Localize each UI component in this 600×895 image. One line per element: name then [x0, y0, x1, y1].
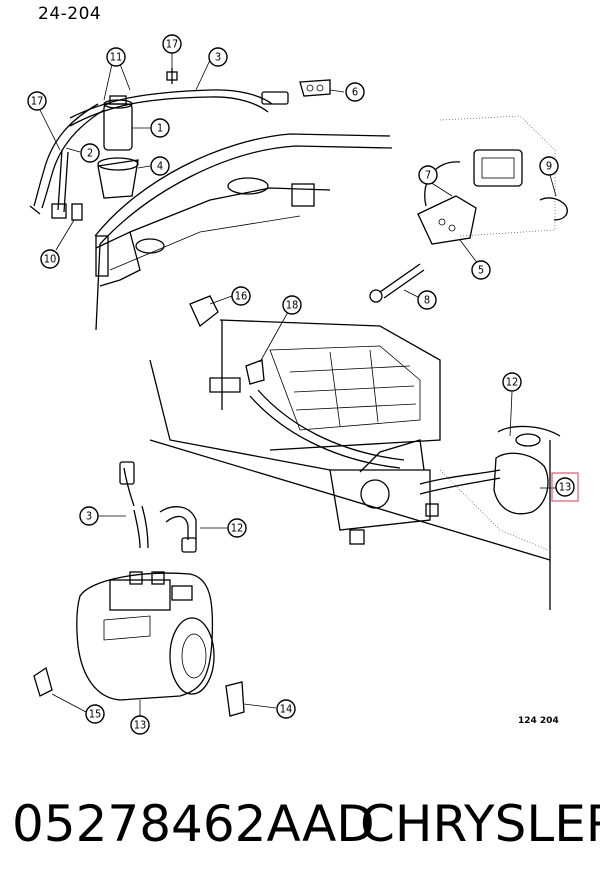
svg-text:18: 18 — [286, 299, 299, 312]
callout-6: 6 — [345, 82, 365, 102]
callout-15: 15 — [85, 704, 105, 724]
upper-right-assembly — [369, 115, 568, 303]
page-reference: 24-204 — [38, 4, 102, 24]
svg-text:16: 16 — [235, 290, 248, 303]
callout-9: 9 — [539, 156, 559, 176]
svg-text:4: 4 — [157, 160, 163, 173]
callout-10: 10 — [40, 249, 60, 269]
callout-1: 1 — [150, 118, 170, 138]
compressor-assembly — [33, 461, 245, 717]
callout-4: 4 — [150, 156, 170, 176]
callout-12-lower: 12 — [227, 518, 247, 538]
callout-7: 7 — [418, 165, 438, 185]
svg-text:17: 17 — [31, 95, 44, 108]
callout-11: 11 — [106, 47, 126, 67]
svg-text:12: 12 — [231, 522, 244, 535]
callout-8: 8 — [417, 290, 437, 310]
callout-3-top: 3 — [208, 47, 228, 67]
upper-left-assembly — [29, 68, 393, 331]
svg-text:9: 9 — [546, 160, 552, 173]
brand-name: CHRYSLER — [360, 795, 600, 853]
callout-16: 16 — [231, 286, 251, 306]
svg-text:17: 17 — [166, 38, 179, 51]
svg-text:3: 3 — [215, 51, 221, 64]
callout-18: 18 — [282, 295, 302, 315]
footer-caption: 05278462AAD CHRYSLER — [0, 795, 600, 865]
svg-text:5: 5 — [478, 264, 484, 277]
leader-lines — [39, 52, 557, 716]
svg-text:12: 12 — [506, 376, 519, 389]
callout-17-top: 17 — [162, 34, 182, 54]
svg-text:8: 8 — [424, 294, 430, 307]
callout-17-left: 17 — [27, 91, 47, 111]
part-number: 05278462AAD — [12, 795, 375, 853]
middle-assembly — [149, 295, 561, 610]
callout-2: 2 — [80, 143, 100, 163]
callout-5: 5 — [471, 260, 491, 280]
svg-text:3: 3 — [86, 510, 92, 523]
svg-text:13: 13 — [134, 719, 147, 732]
svg-text:2: 2 — [87, 147, 93, 160]
svg-text:6: 6 — [352, 86, 358, 99]
figure-code: 124 204 — [518, 716, 559, 726]
svg-text:1: 1 — [157, 122, 163, 135]
svg-text:10: 10 — [44, 253, 57, 266]
svg-text:7: 7 — [425, 169, 431, 182]
callout-13-right: 13 — [555, 477, 575, 497]
svg-text:15: 15 — [89, 708, 102, 721]
callout-14: 14 — [276, 699, 296, 719]
svg-text:14: 14 — [280, 703, 293, 716]
callout-13-lower: 13 — [130, 715, 150, 735]
svg-text:11: 11 — [110, 51, 123, 64]
callout-13-highlight — [551, 472, 579, 502]
callout-12-right: 12 — [502, 372, 522, 392]
parts-diagram: 17 11 3 6 17 1 2 4 10 7 9 5 8 16 18 12 1… — [27, 34, 579, 735]
svg-text:13: 13 — [559, 481, 572, 494]
callout-3-lower: 3 — [79, 506, 99, 526]
